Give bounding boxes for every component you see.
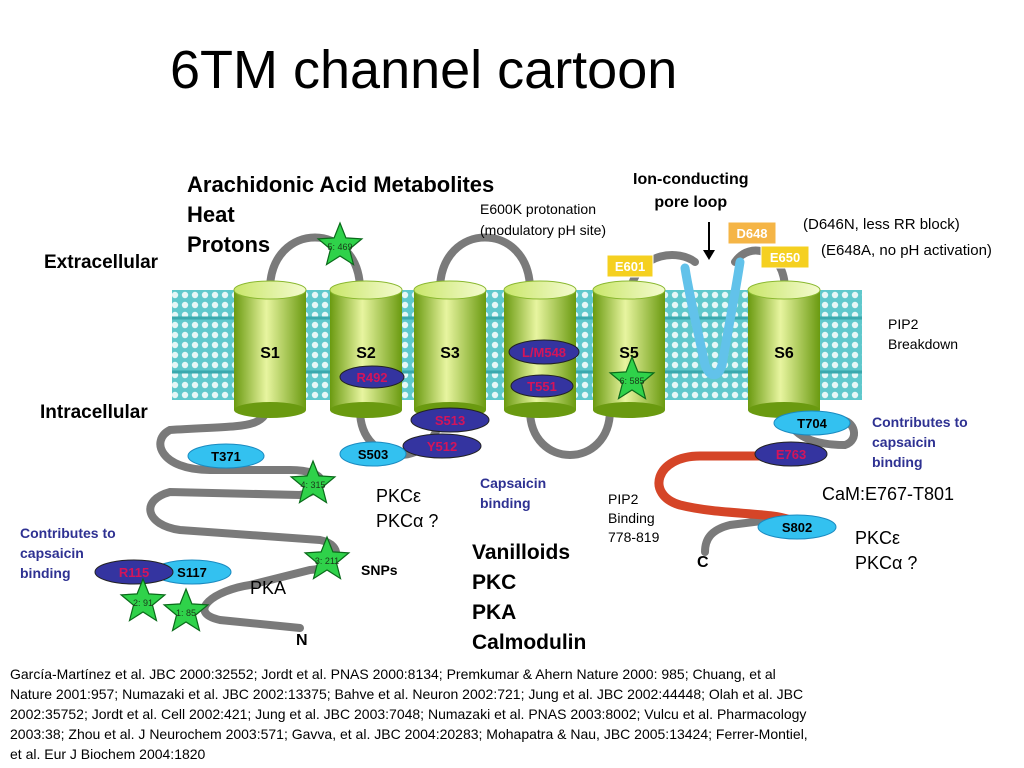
reference-line: Nature 2001:957; Numazaki et al. JBC 200… xyxy=(10,686,804,702)
helix-label: S2 xyxy=(356,345,376,362)
e648a-note: (E648A, no pH activation) xyxy=(821,242,992,259)
residue-t704: T704 xyxy=(773,410,851,436)
helix-s3: S3 xyxy=(413,280,487,418)
residue-e650: E650 xyxy=(760,245,810,269)
n-terminus-label: N xyxy=(296,632,308,649)
residue-label: E650 xyxy=(770,250,800,265)
pka-note: PKA xyxy=(250,578,287,598)
snp-star-s5: 5: 469 xyxy=(316,221,364,266)
residue-label: T551 xyxy=(527,379,557,394)
helix-label: S1 xyxy=(260,345,280,362)
snp-label: 3: 211 xyxy=(315,556,339,566)
residue-label: D648 xyxy=(736,226,767,241)
residue-label: R492 xyxy=(356,370,387,385)
intracellular-label: Intracellular xyxy=(40,402,148,423)
helix-label: S6 xyxy=(774,345,794,362)
references: García-Martínez et al. JBC 2000:32552; J… xyxy=(10,664,1000,764)
helix-s2: S2 xyxy=(329,280,403,418)
reference-line: García-Martínez et al. JBC 2000:32552; J… xyxy=(10,666,776,682)
residue-t371: T371 xyxy=(187,443,265,469)
residue-d648: D648 xyxy=(727,221,777,245)
calmodulin-segment xyxy=(654,451,795,525)
d646n-note: (D646N, less RR block) xyxy=(803,216,960,233)
channel-diagram: S1S2S3S4S5S6 E601D648E650L/M548R492T551S… xyxy=(94,221,862,632)
residue-e763: E763 xyxy=(754,441,828,467)
residue-label: R115 xyxy=(119,565,149,580)
reference-line: et al. Eur J Biochem 2004:1820 xyxy=(10,746,206,762)
pip2-binding-note: PIP2 Binding 778-819 xyxy=(608,491,660,545)
residue-y512: Y512 xyxy=(402,433,482,459)
pkc-mid-note: PKCε PKCα ? xyxy=(376,486,439,531)
residue-s503: S503 xyxy=(339,441,407,467)
contributes-left-note: Contributes to capsaicin binding xyxy=(20,525,116,581)
cam-note: CaM:E767-T801 xyxy=(822,484,955,504)
residue-label: E601 xyxy=(615,259,645,274)
residue-label: S117 xyxy=(177,565,207,580)
snp-label: 4: 315 xyxy=(300,480,325,490)
e600k-note: E600K protonation (modulatory pH site) xyxy=(480,201,607,238)
ligands-label: Arachidonic Acid Metabolites Heat Proton… xyxy=(187,172,495,257)
residue-s513: S513 xyxy=(410,407,490,433)
residue-r492: R492 xyxy=(339,365,405,389)
residue-label: Y512 xyxy=(427,439,457,454)
page-title: 6TM channel cartoon xyxy=(170,40,678,100)
extracellular-label: Extracellular xyxy=(44,252,159,273)
residue-label: L/M548 xyxy=(522,345,566,360)
c-terminus-label: C xyxy=(697,554,709,571)
pore-loop xyxy=(680,257,745,380)
reference-line: 2003:38; Zhou et al. J Neurochem 2003:57… xyxy=(10,726,808,742)
snp-star-s4: 4: 315 xyxy=(289,459,337,504)
snp-label: 6: 585 xyxy=(619,376,644,386)
snp-star-s3: 3: 211 xyxy=(303,535,351,580)
helix-label: S5 xyxy=(619,345,639,362)
pkc-right-note: PKCε PKCα ? xyxy=(855,528,918,573)
helix-s6: S6 xyxy=(747,280,821,418)
snp-label: 5: 469 xyxy=(327,242,352,252)
residue-label: S802 xyxy=(782,520,812,535)
residue-label: S513 xyxy=(435,413,465,428)
contributes-right-note: Contributes to capsaicin binding xyxy=(872,414,968,470)
modulators-list: Vanilloids PKC PKA Calmodulin xyxy=(472,541,587,654)
snp-star-s6: 6: 585 xyxy=(608,355,656,400)
snp-star-s2: 2: 91 xyxy=(119,577,167,622)
helix-label: S3 xyxy=(440,345,460,362)
residue-t551: T551 xyxy=(510,374,574,398)
capsaicin-binding-note: Capsaicin binding xyxy=(480,475,547,511)
snp-star-s1: 1: 85 xyxy=(162,587,210,632)
helix-s5: S5 xyxy=(592,280,666,418)
residue-s117: S117 xyxy=(152,559,232,585)
residue-label: E763 xyxy=(776,447,806,462)
helix-s1: S1 xyxy=(233,280,307,418)
snps-label: SNPs xyxy=(361,562,398,578)
snp-label: 1: 85 xyxy=(176,608,196,618)
residue-label: T371 xyxy=(211,449,241,464)
residue-r115: R115 xyxy=(94,559,174,585)
residue-s802: S802 xyxy=(757,514,837,540)
residue-label: S503 xyxy=(358,447,388,462)
residue-l-m548: L/M548 xyxy=(508,339,580,365)
snp-label: 2: 91 xyxy=(133,598,153,608)
reference-line: 2002:35752; Jordt et al. Cell 2002:421; … xyxy=(10,706,807,722)
pip2-breakdown-note: PIP2 Breakdown xyxy=(888,316,959,352)
residue-label: T704 xyxy=(797,416,827,431)
pore-loop-label: Ion-conducting pore loop xyxy=(633,171,749,211)
residue-e601: E601 xyxy=(606,254,654,278)
